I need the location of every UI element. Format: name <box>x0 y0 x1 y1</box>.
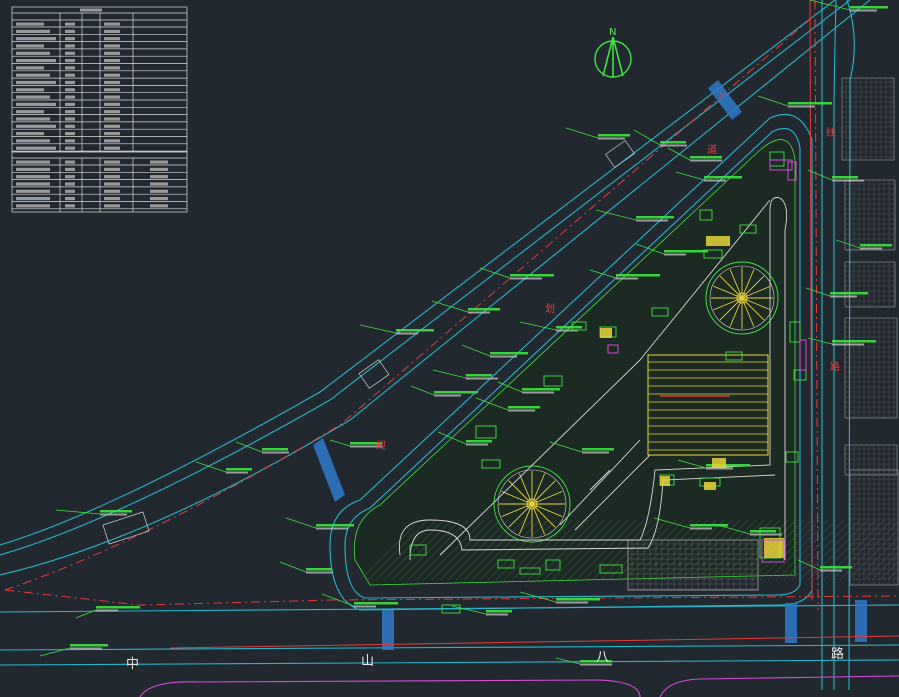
east-buildings <box>841 77 899 586</box>
indicator-table-text <box>16 8 168 208</box>
north-label: N <box>609 27 616 38</box>
circular-plaza-lower <box>493 465 571 543</box>
inner-walkway <box>398 197 788 561</box>
crosswalks <box>313 80 867 650</box>
road-char-xian: 线 <box>826 126 836 139</box>
road-char-hua: 划 <box>545 302 555 315</box>
road-names: 中 山 八 路 线 规 划 道 路 <box>126 126 844 672</box>
annotation-labels <box>39 0 892 666</box>
road-char-gui: 规 <box>376 439 386 452</box>
main-building <box>647 354 769 456</box>
north-arrow: N <box>594 27 632 78</box>
road-char-shan: 山 <box>361 654 374 669</box>
circular-plaza-upper <box>705 261 779 335</box>
lower-building <box>627 539 759 591</box>
road-char-lu2: 路 <box>830 360 840 373</box>
gate-structures <box>102 140 635 545</box>
road-char-zhong: 中 <box>126 657 139 672</box>
road-char-dao: 道 <box>707 143 717 156</box>
indicator-table <box>11 6 188 213</box>
magenta-curbs <box>139 675 899 697</box>
red-lines <box>4 0 899 649</box>
road-char-ba: 八 <box>596 650 609 665</box>
road-char-lu: 路 <box>831 646 844 662</box>
